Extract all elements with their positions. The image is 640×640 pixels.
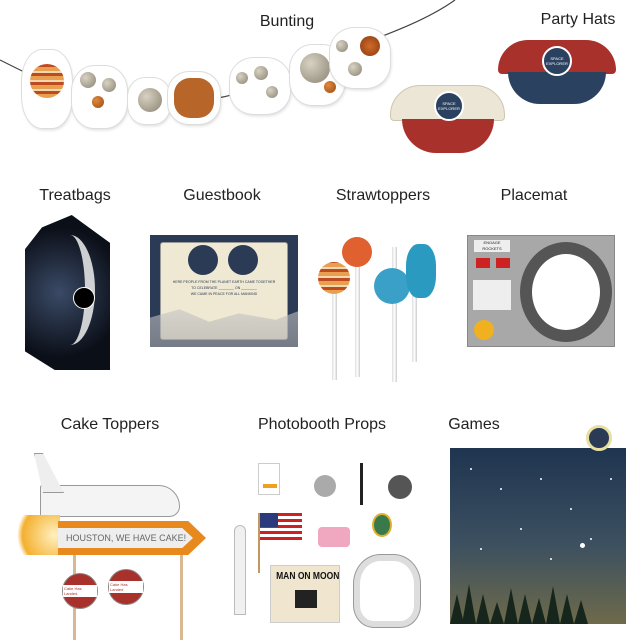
- bunting-garland: [0, 0, 640, 140]
- party-hat-red: SPACE EXPLORER: [498, 40, 616, 106]
- bunting-pennant: [230, 58, 290, 114]
- placemat: ENGAGE ROCKETS: [467, 235, 615, 347]
- section-label-cake-toppers: Cake Toppers: [60, 416, 160, 433]
- helmet-prop: [354, 555, 420, 627]
- guestbook-line: TO CELEBRATE ________ ON ________: [191, 286, 257, 290]
- flag-prop: [260, 513, 302, 543]
- games-board: [450, 448, 626, 624]
- medal-prop: [372, 513, 392, 537]
- id-badge-prop: [258, 463, 280, 495]
- bunting-pennant: [128, 78, 170, 124]
- eraser-prop: [318, 527, 350, 547]
- balloon-topper: Cake Has Landed: [108, 569, 144, 605]
- porthole: [520, 242, 612, 342]
- section-label-bunting: Bunting: [259, 13, 315, 30]
- placemat-title: ENGAGE ROCKETS: [474, 240, 510, 252]
- rocket-prop: [234, 525, 246, 615]
- section-label-treatbags: Treatbags: [39, 187, 111, 204]
- space-shuttle: [40, 485, 180, 517]
- guestbook-line: WE CAME IN PEACE FOR ALL MANKIND: [190, 292, 258, 296]
- cake-banner: HOUSTON, WE HAVE CAKE!: [58, 528, 193, 548]
- rocket-flame: [5, 515, 60, 555]
- guestbook-line: HERE PEOPLE FROM THE PLANET EARTH CAME T…: [172, 280, 276, 284]
- balloon-topper: Cake Has Landed: [62, 573, 98, 609]
- planet-topper: [318, 262, 350, 294]
- guestbook: HERE PEOPLE FROM THE PLANET EARTH CAME T…: [150, 235, 298, 347]
- newspaper-headline: MAN ON MOON: [276, 571, 340, 582]
- bunting-pennant: [22, 50, 72, 128]
- treatbag: [25, 215, 110, 370]
- moon-prop: [388, 475, 412, 499]
- planet-topper: [342, 237, 372, 267]
- planet-topper: [406, 244, 436, 298]
- section-label-games: Games: [448, 416, 500, 433]
- hat-badge: SPACE EXPLORER: [434, 91, 464, 121]
- cake-toppers: HOUSTON, WE HAVE CAKE! Cake Has Landed C…: [0, 445, 215, 640]
- meteor-prop: [314, 475, 336, 497]
- dial-icon: [474, 320, 494, 340]
- bunting-pennant: [72, 66, 127, 128]
- photobooth-props: MAN ON MOON: [228, 455, 428, 640]
- planet-topper: [374, 268, 410, 304]
- hat-badge: SPACE EXPLORER: [542, 46, 572, 76]
- bunting-pennant: [330, 28, 390, 88]
- party-hat-cream: SPACE EXPLORER: [390, 85, 505, 155]
- compass-badge-icon: [586, 425, 612, 451]
- section-label-photobooth-props: Photobooth Props: [257, 416, 387, 433]
- section-label-guestbook: Guestbook: [183, 187, 261, 204]
- bunting-pennant: [168, 72, 220, 124]
- newspaper-prop: MAN ON MOON: [270, 565, 340, 623]
- globe-icon: [188, 245, 218, 275]
- strawtoppers: [312, 232, 442, 382]
- section-label-placemat: Placemat: [500, 187, 568, 204]
- newspaper-photo: [295, 590, 317, 608]
- section-label-strawtoppers: Strawtoppers: [335, 187, 431, 204]
- globe-icon: [228, 245, 258, 275]
- section-label-party-hats: Party Hats: [540, 11, 616, 28]
- pen-prop: [360, 463, 363, 505]
- treatbag-seal: [73, 287, 95, 309]
